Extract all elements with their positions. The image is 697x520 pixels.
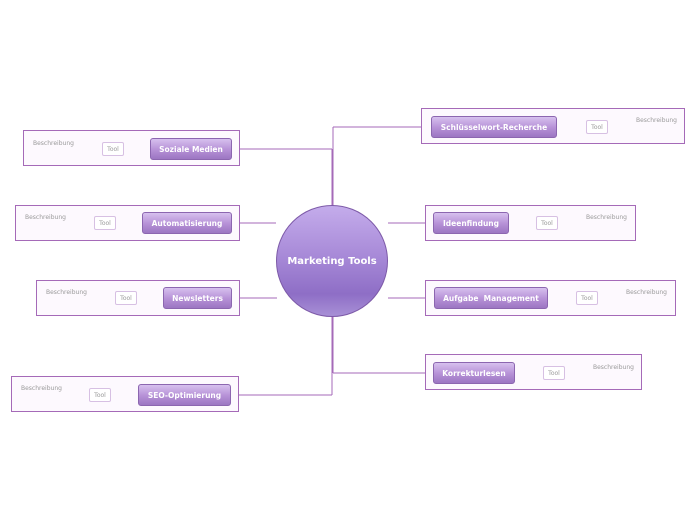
- topic-automatisierung[interactable]: Automatisierung: [142, 212, 232, 234]
- topic-label: Ideenfindung: [443, 218, 499, 228]
- tool-schluesselwort-recherche[interactable]: Tool: [586, 120, 608, 134]
- desc-automatisierung: Beschreibung: [25, 214, 66, 221]
- topic-label: Aufgabe Management: [443, 293, 539, 303]
- topic-soziale-medien[interactable]: Soziale Medien: [150, 138, 232, 160]
- desc-korrekturlesen: Beschreibung: [593, 364, 634, 371]
- topic-label: Korrekturlesen: [442, 368, 506, 378]
- topic-label: Schlüsselwort-Recherche: [440, 122, 548, 132]
- desc-soziale-medien: Beschreibung: [33, 140, 74, 147]
- central-topic-label: Marketing Tools: [287, 255, 377, 267]
- frame-korrekturlesen: [425, 354, 642, 390]
- topic-ideenfindung[interactable]: Ideenfindung: [433, 212, 509, 234]
- desc-ideenfindung: Beschreibung: [586, 214, 627, 221]
- desc-newsletters: Beschreibung: [46, 289, 87, 296]
- topic-korrekturlesen[interactable]: Korrekturlesen: [433, 362, 515, 384]
- tool-automatisierung[interactable]: Tool: [94, 216, 116, 230]
- topic-label: SEO-Optimierung: [147, 390, 222, 400]
- tool-newsletters[interactable]: Tool: [115, 291, 137, 305]
- topic-seo-optimierung[interactable]: SEO-Optimierung: [138, 384, 231, 406]
- topic-aufgabe-management[interactable]: Aufgabe Management: [434, 287, 548, 309]
- topic-label: Soziale Medien: [159, 144, 223, 154]
- topic-label: Automatisierung: [151, 218, 223, 228]
- tool-soziale-medien[interactable]: Tool: [102, 142, 124, 156]
- topic-schluesselwort-recherche[interactable]: Schlüsselwort-Recherche: [431, 116, 557, 138]
- desc-seo-optimierung: Beschreibung: [21, 385, 62, 392]
- desc-schluesselwort-recherche: Beschreibung: [636, 117, 677, 124]
- central-topic[interactable]: Marketing Tools: [276, 205, 388, 317]
- tool-aufgabe-management[interactable]: Tool: [576, 291, 598, 305]
- desc-aufgabe-management: Beschreibung: [626, 289, 667, 296]
- tool-seo-optimierung[interactable]: Tool: [89, 388, 111, 402]
- topic-label: Newsletters: [172, 293, 223, 303]
- topic-newsletters[interactable]: Newsletters: [163, 287, 232, 309]
- tool-ideenfindung[interactable]: Tool: [536, 216, 558, 230]
- tool-korrekturlesen[interactable]: Tool: [543, 366, 565, 380]
